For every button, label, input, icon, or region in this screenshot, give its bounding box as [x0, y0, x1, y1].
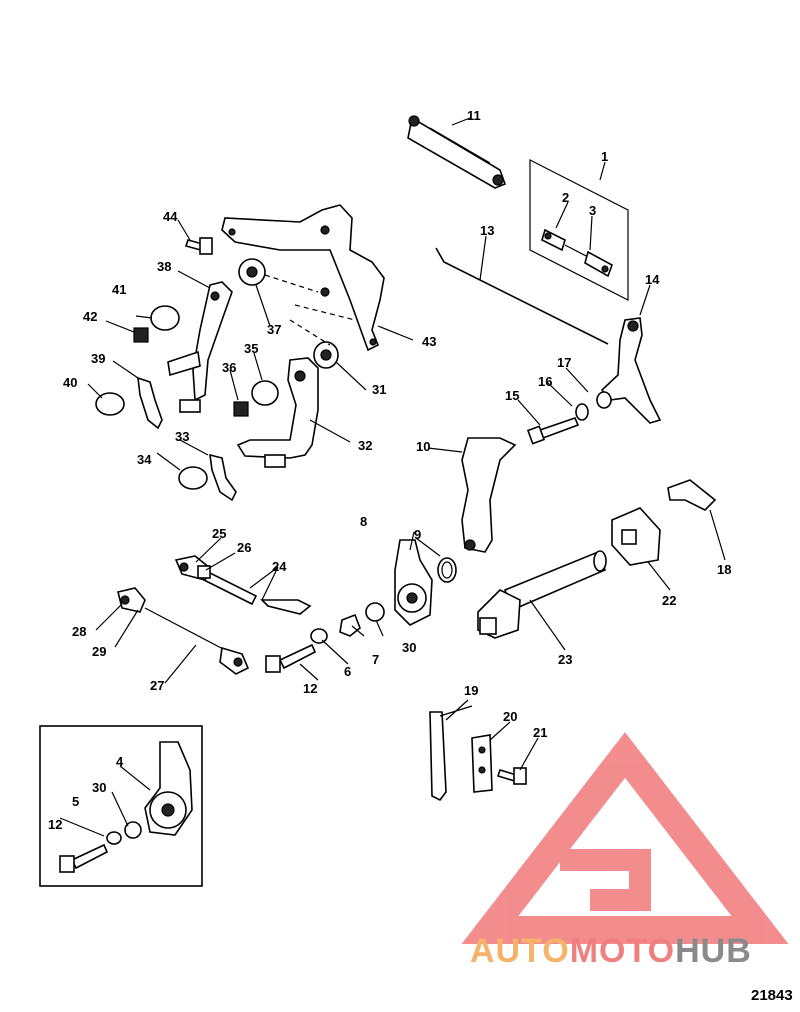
- callout-labels: 1 2 3 4 5 6 7 8 9 10 11 12 12 13 14 15 1…: [48, 108, 731, 832]
- part-6-washer: [310, 628, 328, 644]
- callout-21: 21: [533, 725, 547, 740]
- part-33-clip: [209, 453, 237, 502]
- callout-33: 33: [175, 429, 189, 444]
- inset-box: [39, 725, 203, 887]
- part-9-spring: [437, 557, 457, 583]
- callout-7: 7: [372, 652, 379, 667]
- callout-41: 41: [112, 282, 126, 297]
- callout-28: 28: [72, 624, 86, 639]
- leader-lines: [59, 117, 726, 837]
- part-14-bellcrank: [600, 317, 662, 424]
- callout-29: 29: [92, 644, 106, 659]
- watermark-logo: [461, 732, 789, 944]
- callout-18: 18: [717, 562, 731, 577]
- part-21-screw: [496, 767, 527, 785]
- callout-22: 22: [662, 593, 676, 608]
- callout-31: 31: [372, 382, 386, 397]
- part-41-washer: [150, 305, 180, 331]
- callout-43: 43: [422, 334, 436, 349]
- part-30-bushing: [365, 602, 385, 622]
- callout-23: 23: [558, 652, 572, 667]
- callout-16: 16: [538, 374, 552, 389]
- part-22-block: [611, 507, 661, 566]
- part-23-shaft: [477, 550, 607, 639]
- part-34-cap: [178, 466, 208, 490]
- callout-19: 19: [464, 683, 478, 698]
- part-27-link: [117, 587, 250, 675]
- callout-9: 9: [414, 527, 421, 542]
- part-40-cap: [95, 392, 125, 416]
- part-42-nut: [133, 327, 149, 343]
- part-8-cam: [394, 539, 433, 626]
- callout-4: 4: [116, 754, 124, 769]
- callout-42: 42: [83, 309, 97, 324]
- part-32-arm: [236, 357, 319, 468]
- callout-25: 25: [212, 526, 226, 541]
- callout-2: 2: [562, 190, 569, 205]
- part-37-roller: [238, 258, 266, 286]
- inset-part-12-bolt: [59, 843, 109, 873]
- part-15-16-17-bolt-stack: [526, 391, 612, 445]
- callout-24: 24: [272, 559, 287, 574]
- callout-15: 15: [505, 388, 519, 403]
- part-11-link: [407, 115, 507, 189]
- part-4-cam: [144, 741, 193, 836]
- part-5-washer: [106, 831, 122, 845]
- part-10-lever: [461, 437, 517, 553]
- part-31-roller: [313, 341, 339, 369]
- figure-number: 21843: [751, 987, 793, 1004]
- callout-12-inset: 12: [48, 817, 62, 832]
- callout-3: 3: [589, 203, 596, 218]
- part-39-clip: [137, 376, 163, 430]
- callout-26: 26: [237, 540, 251, 555]
- callout-38: 38: [157, 259, 171, 274]
- callout-30-inset: 30: [92, 780, 106, 795]
- part-25-26-end: [174, 555, 211, 581]
- callout-20: 20: [503, 709, 517, 724]
- callout-10: 10: [416, 439, 430, 454]
- part-38-arm: [167, 281, 233, 413]
- watermark-text: AUTOMOTOHUB: [470, 932, 752, 970]
- callout-6: 6: [344, 664, 351, 679]
- callout-35: 35: [244, 341, 258, 356]
- part-7-nut: [339, 613, 361, 637]
- part-20-plate: [471, 734, 493, 793]
- part-19-plate: [429, 711, 447, 802]
- callout-27: 27: [150, 678, 164, 693]
- dashed-alignment: [264, 274, 356, 346]
- callout-30: 30: [402, 640, 416, 655]
- callout-40: 40: [63, 375, 77, 390]
- part-18-clip: [667, 479, 717, 511]
- part-12-bolt: [265, 643, 317, 673]
- part-36-nut: [233, 401, 249, 417]
- callout-12: 12: [303, 681, 317, 696]
- inset-part-30-bushing: [124, 821, 142, 839]
- callout-32: 32: [358, 438, 372, 453]
- callout-39: 39: [91, 351, 105, 366]
- part-13-rod: [435, 247, 609, 345]
- callout-8: 8: [360, 514, 367, 529]
- part-44-screw: [184, 237, 213, 255]
- callout-34: 34: [137, 452, 152, 467]
- part-43-plate: [221, 204, 385, 352]
- callout-13: 13: [480, 223, 494, 238]
- callout-11: 11: [467, 108, 481, 123]
- callout-36: 36: [222, 360, 236, 375]
- callout-37: 37: [267, 322, 281, 337]
- callout-14: 14: [645, 272, 660, 287]
- callout-44: 44: [163, 209, 178, 224]
- part-35-washer: [251, 380, 279, 406]
- callout-5: 5: [72, 794, 79, 809]
- callout-17: 17: [557, 355, 571, 370]
- part-1-assembly: [529, 159, 629, 301]
- part-24-rod: [202, 570, 312, 615]
- callout-1: 1: [601, 149, 608, 164]
